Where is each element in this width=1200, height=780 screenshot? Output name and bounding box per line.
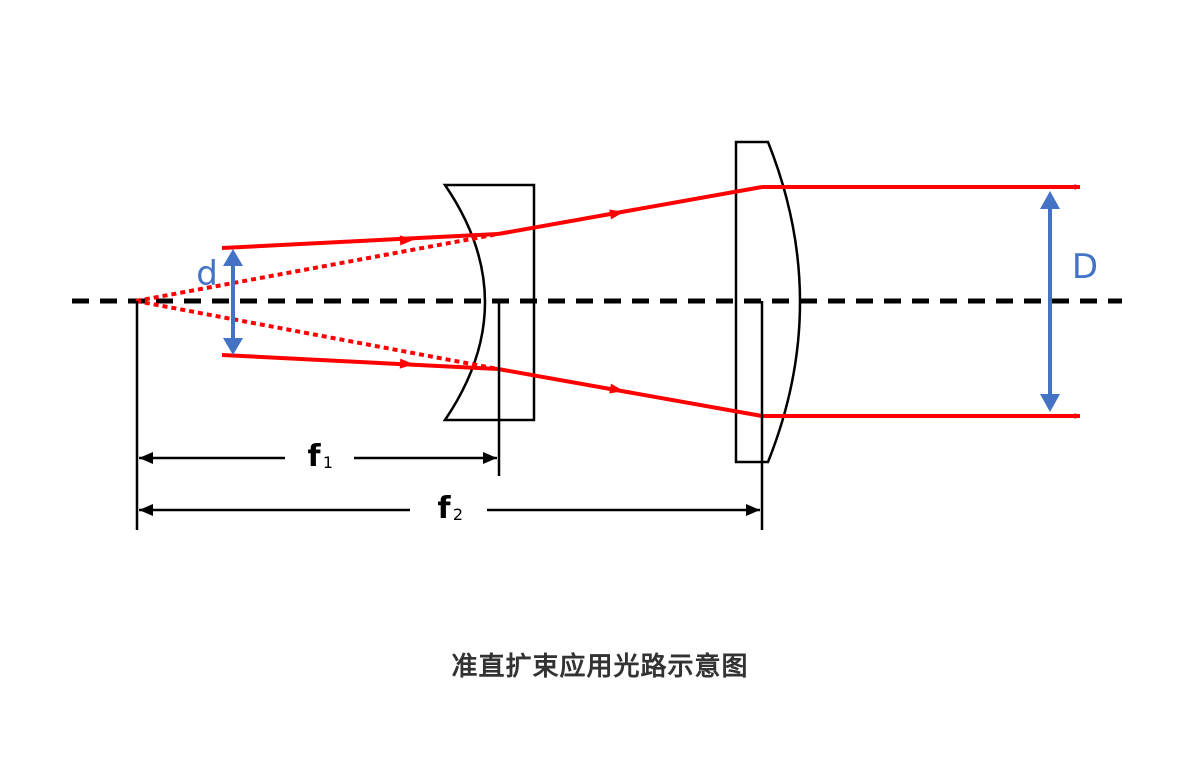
virtual-ray-upper bbox=[135, 232, 499, 303]
input-diameter-label: d bbox=[196, 254, 218, 294]
f1-arrowhead-left bbox=[139, 452, 153, 464]
ray-direction-arrow bbox=[399, 235, 414, 246]
diverging-ray-lower bbox=[497, 367, 763, 418]
input-diameter-arrowhead-bottom bbox=[223, 338, 243, 355]
f1-label: f bbox=[307, 439, 321, 474]
output-diameter-arrowhead-top bbox=[1040, 191, 1060, 209]
diverging-ray-upper bbox=[497, 185, 763, 236]
input-ray-upper bbox=[221, 232, 499, 250]
f1-arrowhead-right bbox=[483, 452, 497, 464]
diagram-caption: 准直扩束应用光路示意图 bbox=[451, 652, 749, 682]
f2-label-subscript: 2 bbox=[453, 505, 463, 524]
f2-arrowhead-left bbox=[139, 504, 153, 516]
ray-direction-arrow bbox=[399, 358, 414, 369]
f1-label-subscript: 1 bbox=[323, 453, 333, 472]
convex-lens bbox=[734, 140, 802, 464]
ray-direction-arrow bbox=[609, 209, 624, 220]
input-diameter-arrowhead-top bbox=[223, 249, 243, 266]
output-diameter-label: D bbox=[1072, 247, 1098, 287]
input-ray-lower bbox=[221, 353, 499, 371]
virtual-ray-lower bbox=[135, 299, 499, 371]
f2-label: f bbox=[437, 491, 451, 526]
concave-lens bbox=[442, 183, 536, 422]
f2-arrowhead-right bbox=[746, 504, 760, 516]
output-diameter-arrowhead-bottom bbox=[1040, 394, 1060, 412]
ray-direction-arrow bbox=[609, 383, 624, 394]
